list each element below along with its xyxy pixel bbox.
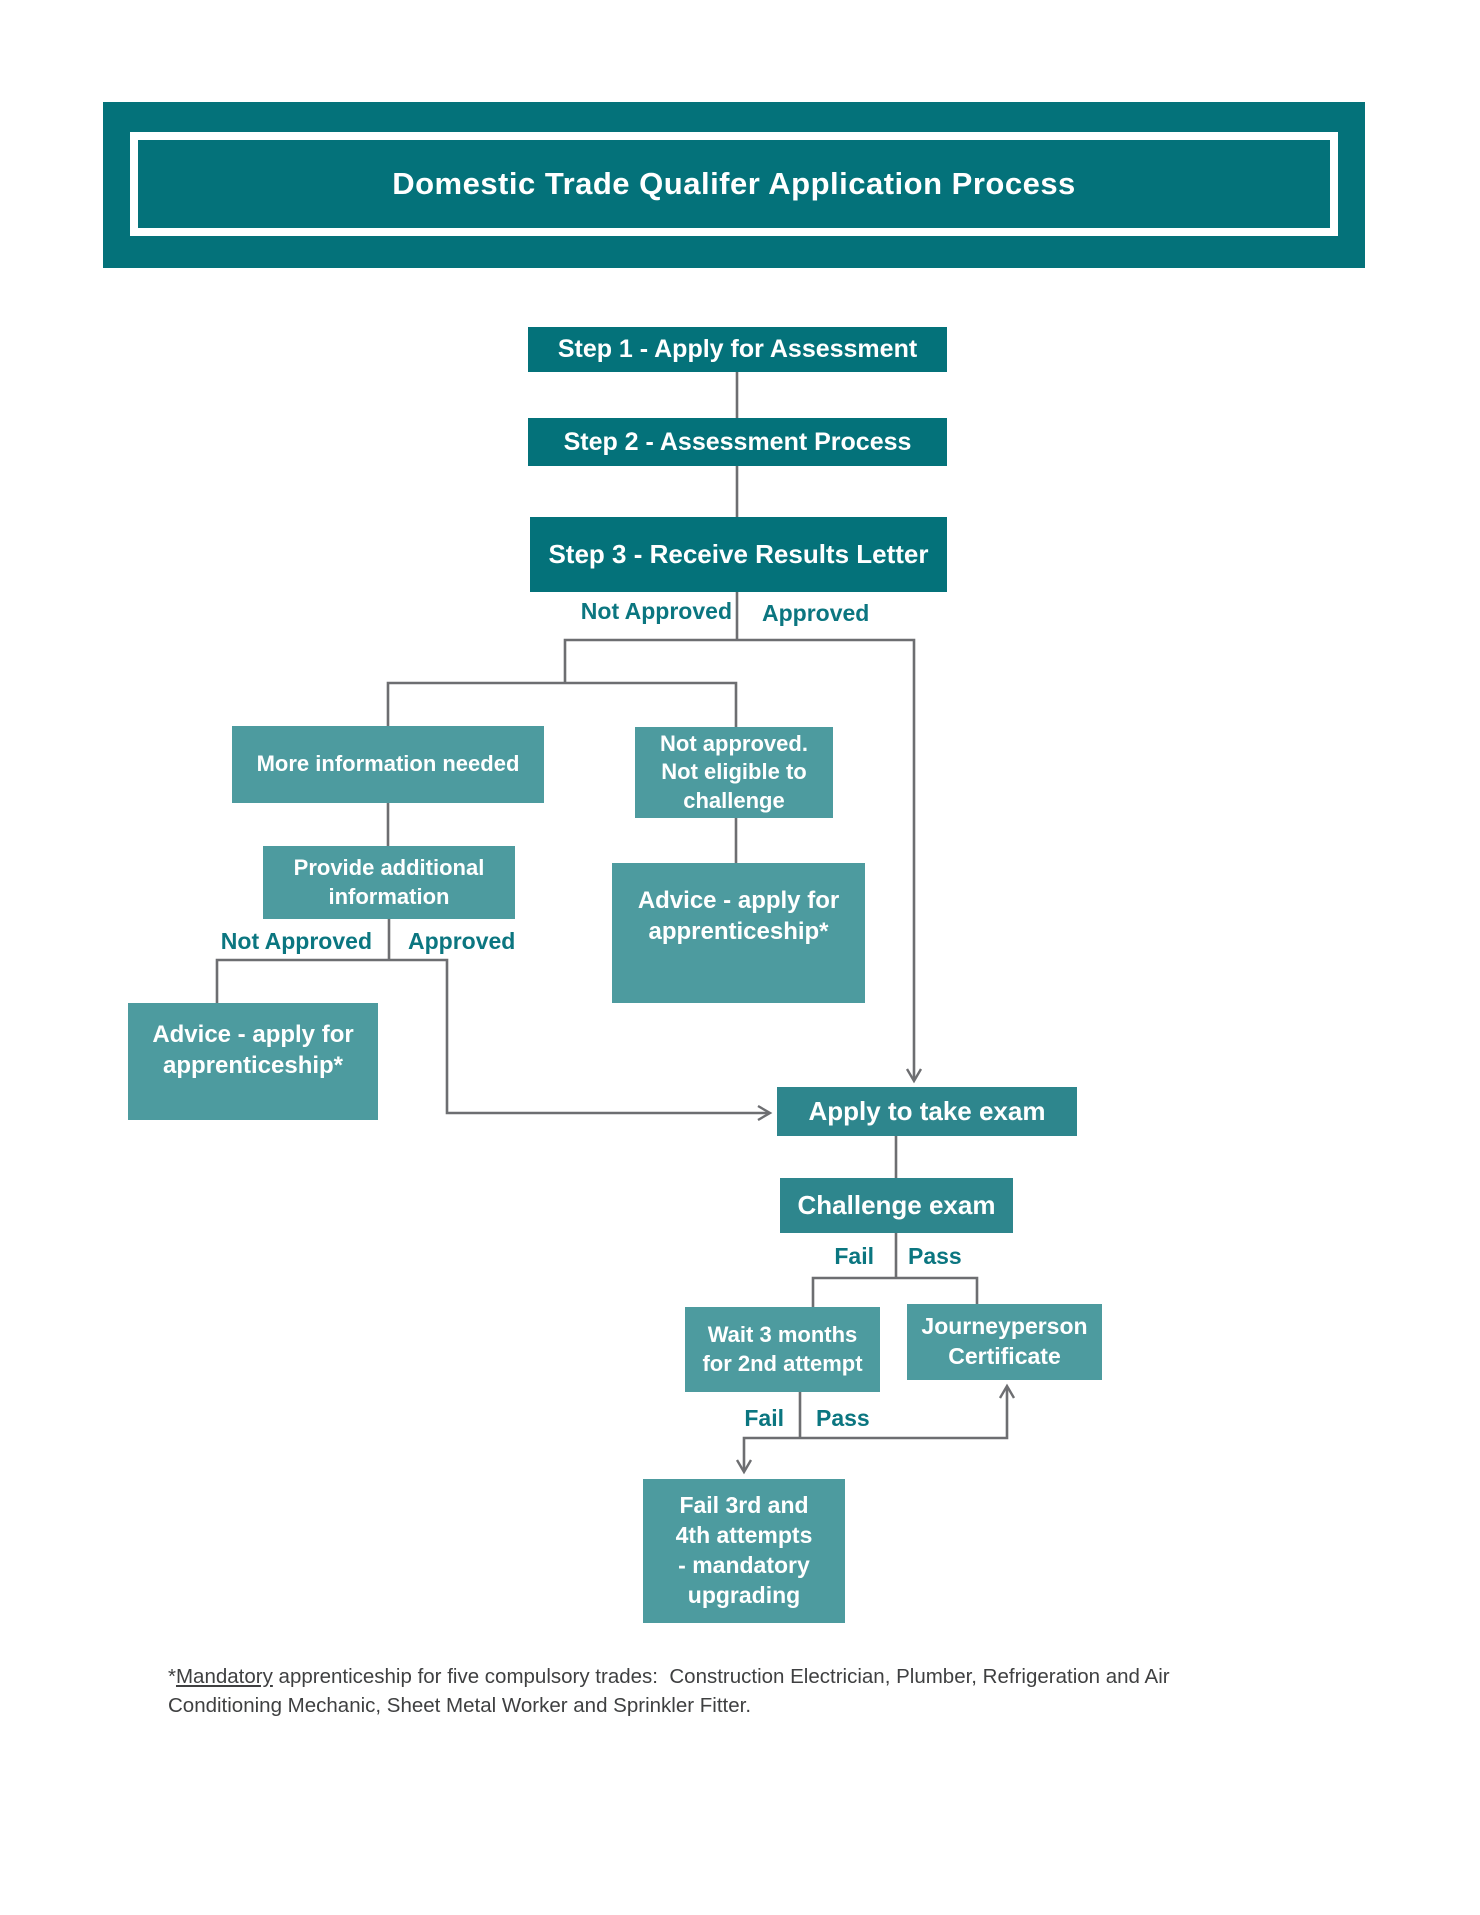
label-approved-2: Approved (408, 928, 516, 954)
page-title: Domestic Trade Qualifer Application Proc… (392, 166, 1076, 201)
footnote-mandatory-underlined: Mandatory (175, 1664, 273, 1688)
footnote-asterisk: * (168, 1664, 176, 1688)
connector-fail2-to-fail34 (735, 1436, 800, 1475)
node-fail-3rd-4th-attempts: Fail 3rd and 4th attempts - mandatory up… (643, 1479, 845, 1623)
connector-approved-to-apply-exam (563, 638, 923, 1084)
node-step1-apply-for-assessment: Step 1 - Apply for Assessment (528, 327, 947, 372)
footnote: *Mandatory apprenticeship for five compu… (168, 1662, 1283, 1721)
label-fail-2: Fail (744, 1405, 784, 1431)
node-step3-receive-results-letter: Step 3 - Receive Results Letter (530, 517, 947, 592)
label-approved-1: Approved (762, 600, 870, 626)
label-pass-1: Pass (908, 1243, 962, 1269)
node-wait-3-months: Wait 3 months for 2nd attempt (685, 1307, 880, 1392)
connector-notapproved-split (386, 681, 738, 727)
banner-border: Domestic Trade Qualifer Application Proc… (130, 132, 1338, 236)
node-journeyperson-certificate: Journeyperson Certificate (907, 1304, 1102, 1380)
connector-failpass-split1 (811, 1276, 979, 1307)
banner: Domestic Trade Qualifer Application Proc… (103, 102, 1365, 268)
label-pass-2: Pass (816, 1405, 870, 1431)
label-not-approved-1: Not Approved (580, 598, 732, 624)
node-challenge-exam: Challenge exam (780, 1178, 1013, 1233)
node-advice-apprenticeship-left: Advice - apply for apprenticeship* (128, 1003, 378, 1120)
node-advice-apprenticeship-center: Advice - apply for apprenticeship* (612, 863, 865, 1003)
node-step2-assessment-process: Step 2 - Assessment Process (528, 418, 947, 466)
label-not-approved-2: Not Approved (220, 928, 372, 954)
footnote-text: apprenticeship for five compulsory trade… (168, 1664, 1176, 1718)
node-not-approved-not-eligible: Not approved. Not eligible to challenge (635, 727, 833, 818)
node-more-information-needed: More information needed (232, 726, 544, 803)
node-provide-additional-information: Provide additional information (263, 846, 515, 919)
node-apply-to-take-exam: Apply to take exam (777, 1087, 1077, 1136)
label-fail-1: Fail (834, 1243, 874, 1269)
